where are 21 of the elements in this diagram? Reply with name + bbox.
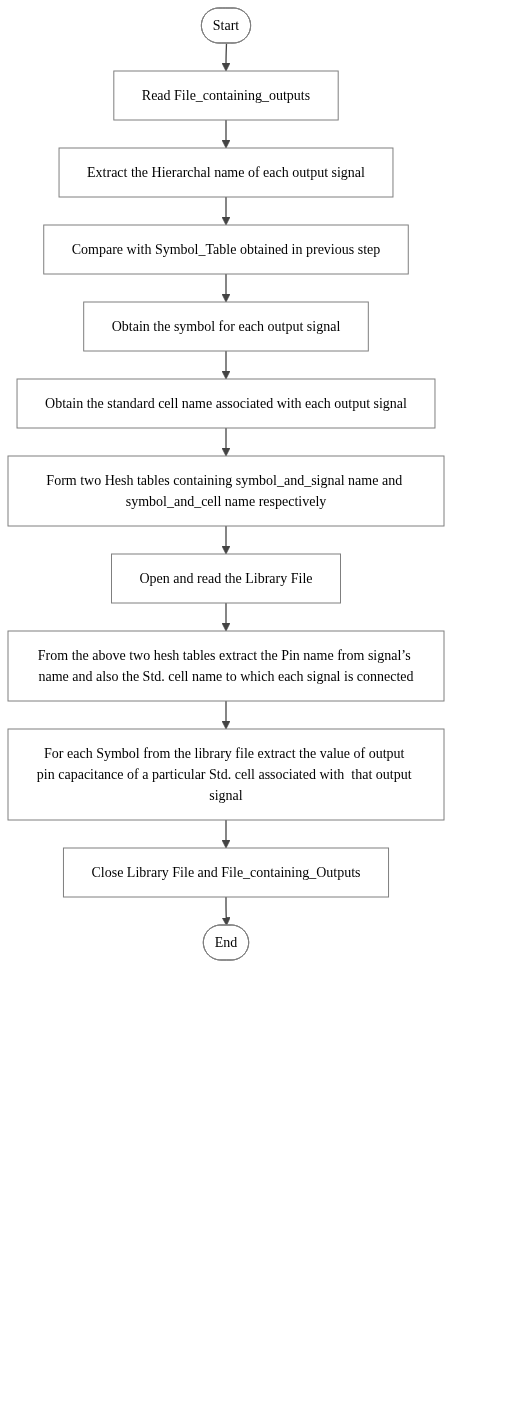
arrow: [221, 427, 231, 457]
node-box: Close Library File and File_containing_Outputs: [62, 847, 390, 898]
arrow: [221, 819, 231, 849]
arrow: [221, 196, 231, 226]
node-box: For each Symbol from the library file extract the value of output pin capacitance of a particular Std. cell associated with that output signal: [7, 728, 445, 821]
arrow: [221, 896, 231, 926]
arrow: [221, 42, 231, 72]
node-box: Compare with Symbol_Table obtained in previous step: [43, 224, 409, 275]
node-box: From the above two hesh tables extract the Pin name from signal’s name and also the Std. cell name to which each signal is connected: [7, 630, 445, 702]
node-box: Open and read the Library File: [111, 553, 341, 604]
arrow: [221, 602, 231, 632]
node-box: Read File_containing_outputs: [113, 70, 339, 121]
node-box: Extract the Hierarchal name of each output signal: [58, 147, 394, 198]
arrow: [221, 350, 231, 380]
arrow: [221, 119, 231, 149]
arrow: [221, 273, 231, 303]
node-box: Form two Hesh tables containing symbol_and_signal name and symbol_and_cell name respectively: [7, 455, 445, 527]
node-box: Obtain the standard cell name associated with each output signal: [16, 378, 436, 429]
arrow: [221, 700, 231, 730]
arrow: [221, 525, 231, 555]
node-box: Obtain the symbol for each output signal: [83, 301, 369, 352]
